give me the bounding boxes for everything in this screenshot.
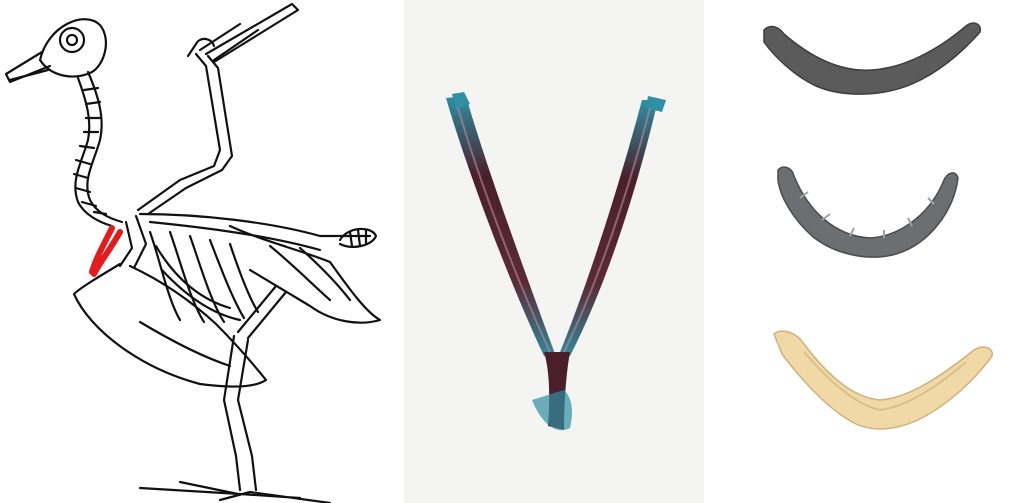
femur bbox=[238, 286, 286, 338]
furcula-fossil-middle bbox=[778, 167, 958, 257]
fossil-furcula-series bbox=[704, 0, 1024, 503]
sternum-keel bbox=[74, 264, 266, 387]
furcula-fossil-bottom bbox=[774, 331, 992, 429]
tarsometatarsus bbox=[236, 456, 256, 490]
wishbone-right-arm bbox=[556, 100, 658, 362]
beak bbox=[6, 52, 50, 82]
coracoid bbox=[120, 216, 146, 268]
eye-orbit bbox=[60, 28, 84, 52]
bird-skeleton-drawing bbox=[0, 0, 392, 503]
fossil-furcula-series-icon bbox=[704, 0, 1024, 503]
bird-skeleton-drawing-icon bbox=[0, 0, 392, 503]
tibiotarsus bbox=[224, 336, 252, 456]
stained-wishbone-photo-icon bbox=[404, 0, 704, 503]
furcula-fossil-top bbox=[764, 23, 980, 94]
ribs bbox=[150, 232, 258, 322]
pelvis bbox=[230, 226, 380, 323]
foot bbox=[140, 482, 330, 503]
wing-bones bbox=[138, 54, 220, 210]
wishbone-left-arm bbox=[446, 96, 558, 362]
stained-wishbone-photo bbox=[404, 0, 704, 503]
